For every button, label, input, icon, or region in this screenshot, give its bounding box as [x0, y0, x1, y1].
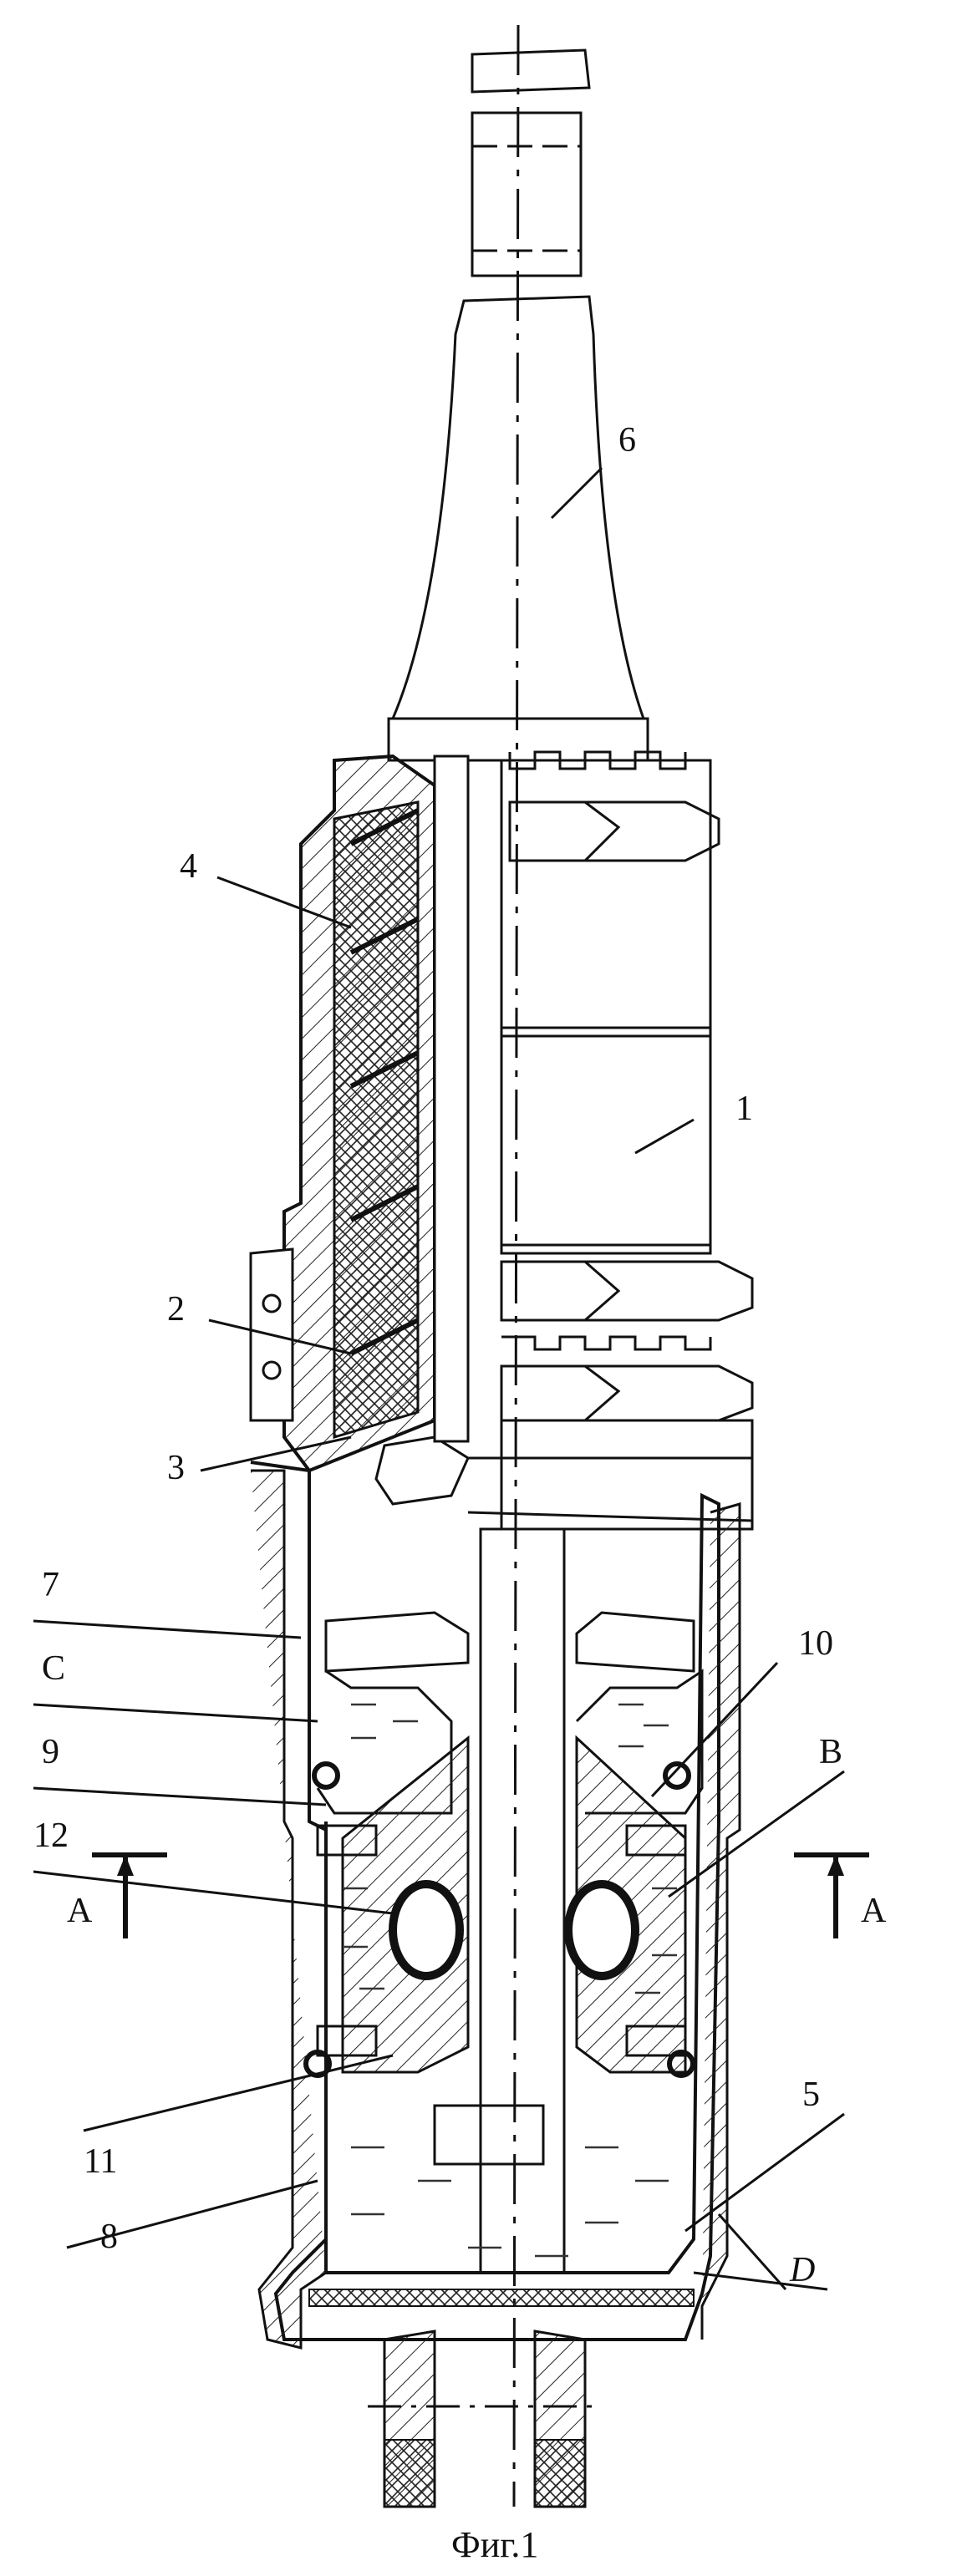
label-12: 12	[33, 1816, 69, 1855]
label-10: 10	[798, 1624, 833, 1663]
label-A-right: A	[861, 1892, 887, 1930]
label-A-left: A	[67, 1892, 93, 1930]
figure-caption: Фиг.1	[451, 2524, 538, 2565]
label-C: C	[42, 1649, 65, 1688]
label-3: 3	[167, 1449, 185, 1487]
label-4: 4	[180, 847, 197, 886]
label-1: 1	[735, 1090, 753, 1128]
label-6: 6	[618, 421, 636, 460]
label-5: 5	[802, 2076, 820, 2114]
bottom-fork	[368, 2331, 602, 2507]
label-B: B	[819, 1733, 842, 1771]
label-7: 7	[42, 1566, 59, 1604]
label-D: D	[789, 2251, 815, 2289]
label-11: 11	[84, 2142, 117, 2181]
label-8: 8	[100, 2218, 118, 2256]
label-9: 9	[42, 1733, 59, 1771]
left-section-housing	[251, 756, 468, 1471]
label-2: 2	[167, 1290, 185, 1329]
